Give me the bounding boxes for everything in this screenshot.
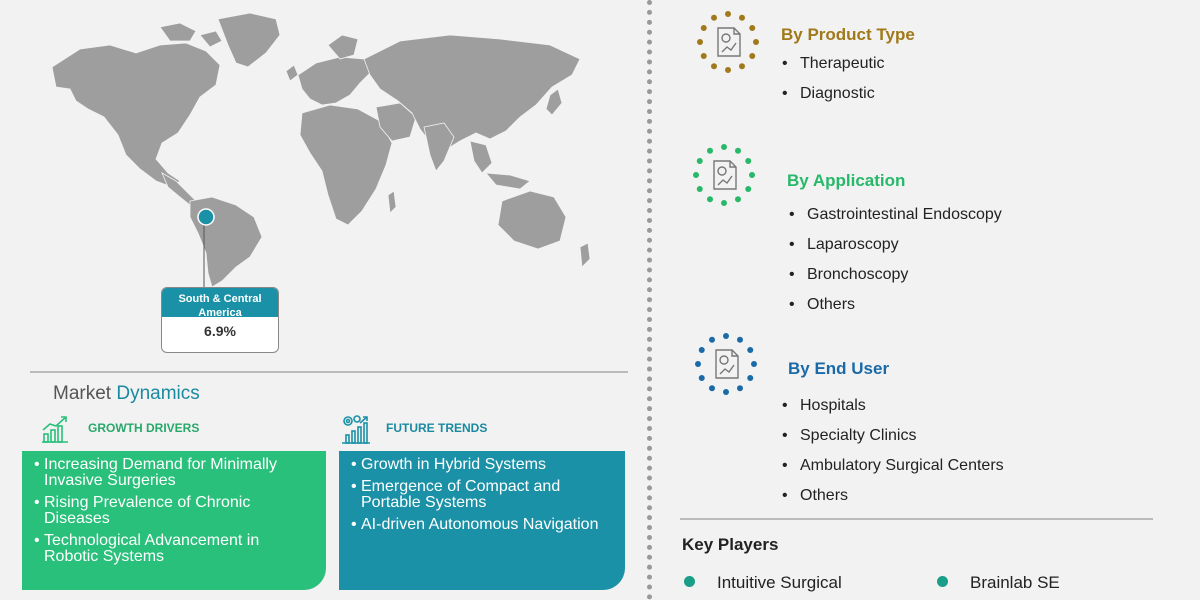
growth-driver-item: Increasing Demand for Minimally Invasive… [34, 457, 314, 489]
ring-dot [709, 336, 715, 343]
future-trends-list: Growth in Hybrid SystemsEmergence of Com… [351, 457, 613, 534]
ring-dot [751, 361, 757, 367]
segment-list-item: Diagnostic [782, 84, 885, 114]
segment-title-end-user: By End User [788, 359, 890, 378]
ring-dot [739, 14, 745, 21]
region-value: 6.9% [204, 323, 236, 339]
ring-dot [749, 53, 756, 59]
ring-dot [747, 375, 754, 381]
ring-dot [721, 200, 727, 206]
ring-dot [693, 172, 699, 178]
world-map [51, 12, 591, 288]
segment-list-product-type: TherapeuticDiagnostic [782, 54, 885, 114]
ring-dot [753, 39, 759, 45]
region-callout: South & Central America 6.9% [161, 287, 279, 353]
growth-drivers-box: Increasing Demand for Minimally Invasive… [22, 451, 326, 590]
segment-title-application: By Application [787, 171, 906, 190]
growth-chart-icon [42, 416, 68, 443]
segment-list-item: Others [782, 486, 1004, 516]
segment-list-item: Others [789, 295, 1002, 325]
ring-dot [735, 147, 741, 154]
ring-dot [711, 14, 717, 21]
ring-dot [698, 347, 705, 353]
title-part-1: Market [53, 383, 112, 404]
growth-driver-item: Rising Prevalence of Chronic Diseases [34, 495, 314, 527]
ring-dot [723, 389, 729, 395]
segment-list-item: Bronchoscopy [789, 265, 1002, 295]
key-player-name: Intuitive Surgical [717, 573, 842, 592]
trend-gears-icon [342, 415, 370, 444]
bullet-dot-icon [684, 576, 695, 588]
ring-dot [737, 336, 743, 343]
region-label: South & Central America [162, 288, 278, 319]
ring-dot [749, 25, 756, 31]
ring-dot [707, 196, 713, 203]
ring-dot [695, 361, 701, 367]
report-chart-icon [693, 144, 755, 206]
growth-drivers-list: Increasing Demand for Minimally Invasive… [34, 457, 314, 565]
market-dynamics-title: Market Dynamics [53, 383, 200, 405]
bullet-dot-icon [937, 576, 948, 588]
ring-dot [723, 333, 729, 339]
ring-dot [747, 347, 754, 353]
future-trend-item: Emergence of Compact and Portable System… [351, 479, 613, 511]
segment-list-item: Therapeutic [782, 54, 885, 84]
segment-list-item: Ambulatory Surgical Centers [782, 456, 1004, 486]
segment-list-application: Gastrointestinal EndoscopyLaparoscopyBro… [789, 205, 1002, 325]
ring-dot [697, 39, 703, 45]
key-player-item: Brainlab SE [937, 573, 1060, 593]
ring-dot [735, 196, 741, 203]
ring-dot [700, 53, 707, 59]
future-trend-item: Growth in Hybrid Systems [351, 457, 613, 474]
growth-drivers-heading: GROWTH DRIVERS [88, 421, 200, 435]
ring-dot [749, 172, 755, 178]
segment-list-item: Specialty Clinics [782, 426, 1004, 456]
ring-dot [725, 11, 731, 17]
future-trends-heading: FUTURE TRENDS [386, 421, 488, 435]
ring-dot [737, 385, 743, 392]
ring-dot [709, 385, 715, 392]
title-part-2: Dynamics [116, 383, 200, 404]
key-player-name: Brainlab SE [970, 573, 1060, 592]
segment-list-item: Hospitals [782, 396, 1004, 426]
ring-dot [696, 186, 703, 192]
ring-dot [696, 158, 703, 164]
report-chart-icon [697, 11, 759, 73]
ring-dot [745, 158, 752, 164]
ring-dot [745, 186, 752, 192]
future-trend-item: AI-driven Autonomous Navigation [351, 517, 613, 534]
ring-dot [725, 67, 731, 73]
ring-dot [700, 25, 707, 31]
ring-dot [721, 144, 727, 150]
segment-title-product-type: By Product Type [781, 25, 915, 44]
ring-dot [739, 63, 745, 70]
ring-dot [711, 63, 717, 70]
ring-dot [707, 147, 713, 154]
vertical-divider [647, 0, 652, 600]
future-trends-box: Growth in Hybrid SystemsEmergence of Com… [339, 451, 625, 590]
ring-dot [698, 375, 705, 381]
key-players-title: Key Players [682, 535, 779, 554]
section-divider [30, 371, 628, 373]
growth-driver-item: Technological Advancement in Robotic Sys… [34, 533, 314, 565]
key-player-item: Intuitive Surgical [684, 573, 842, 593]
key-players-divider [680, 518, 1153, 520]
segment-list-item: Laparoscopy [789, 235, 1002, 265]
segment-list-end-user: HospitalsSpecialty ClinicsAmbulatory Sur… [782, 396, 1004, 516]
report-chart-icon [695, 333, 757, 395]
segment-list-item: Gastrointestinal Endoscopy [789, 205, 1002, 235]
